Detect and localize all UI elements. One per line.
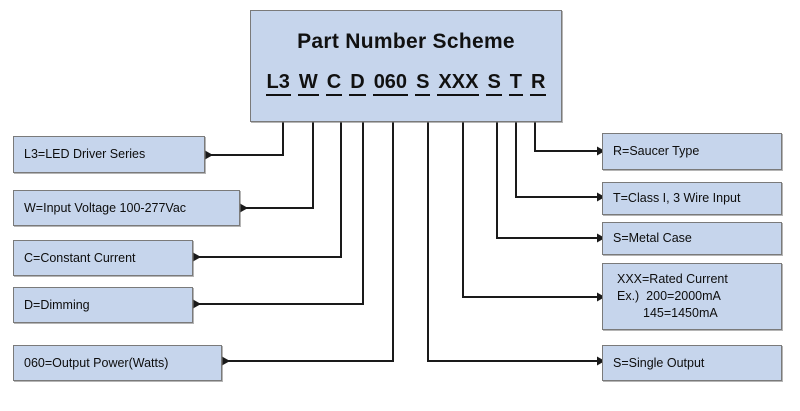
legend-box-r-line-1: R=Saucer Type [613,144,700,159]
legend-box-w: W=Input Voltage 100-277Vac [13,190,240,226]
legend-box-xxx-line-3: 145=1450mA [643,305,718,320]
connector-r [534,122,605,156]
part-segment-060: 060 [372,72,409,97]
legend-box-s-metal: S=Metal Case [602,222,782,255]
connector-s-metal [496,122,605,243]
part-segment-s2: S [486,72,502,97]
legend-box-t-line-1: T=Class I, 3 Wire Input [613,191,741,206]
part-segment-t: T [508,72,523,97]
legend-box-l3: L3=LED Driver Series [13,136,205,173]
connector-060 [222,122,394,366]
legend-box-xxx: XXX=Rated Current Ex.) 200=2000mA 145=14… [602,263,782,330]
page-title: Part Number Scheme [297,30,515,53]
legend-box-d-line-1: D=Dimming [24,297,90,312]
legend-box-s-single-line-1: S=Single Output [613,355,705,370]
legend-box-r: R=Saucer Type [602,133,782,170]
legend-box-xxx-line-2: Ex.) 200=2000mA [617,289,721,304]
part-segment-c: C [325,72,343,97]
part-segment-s1: S [415,72,431,97]
legend-box-t: T=Class I, 3 Wire Input [602,182,782,215]
part-segment-w: W [297,72,319,97]
legend-box-xxx-line-1: XXX=Rated Current [617,272,728,287]
legend-box-c-line-1: C=Constant Current [24,250,136,265]
legend-box-c: C=Constant Current [13,240,193,276]
title-box: Part Number Scheme L3 W C D 060 S XXX S … [250,10,562,122]
part-segment-xxx: XXX [437,72,480,97]
connector-xxx [462,122,605,302]
part-segment-l3: L3 [265,72,291,97]
part-segment-r: R [530,72,547,97]
legend-box-d: D=Dimming [13,287,193,323]
connector-t [515,122,605,202]
legend-box-s-metal-line-1: S=Metal Case [613,231,692,246]
legend-box-w-line-1: W=Input Voltage 100-277Vac [24,200,187,215]
connector-s-single [427,122,605,366]
legend-box-060: 060=Output Power(Watts) [13,345,222,381]
legend-box-l3-line-1: L3=LED Driver Series [24,147,146,162]
connector-l3 [205,122,284,160]
legend-box-060-line-1: 060=Output Power(Watts) [24,355,169,370]
part-segment-d: D [349,72,366,97]
part-number-string: L3 W C D 060 S XXX S T R [265,72,547,97]
connector-w [240,122,314,213]
legend-box-s-single: S=Single Output [602,345,782,381]
